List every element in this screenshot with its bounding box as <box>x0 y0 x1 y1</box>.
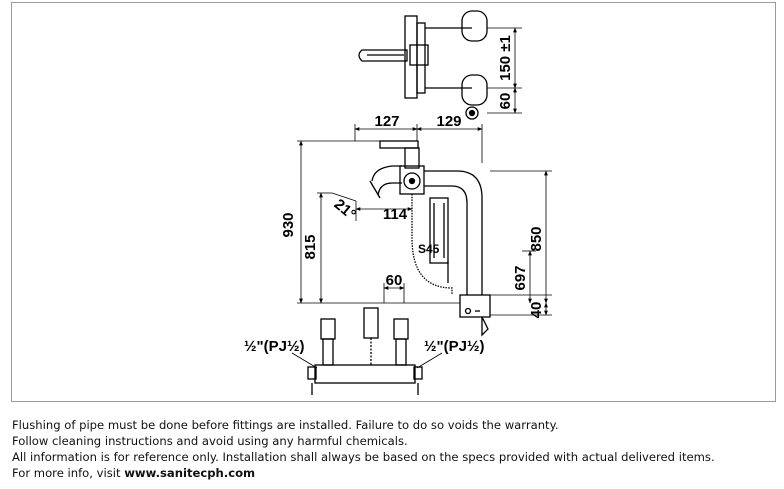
top-view <box>358 10 522 120</box>
dim-s45: S45 <box>418 242 440 256</box>
note-flushing: Flushing of pipe must be done before fit… <box>12 418 559 432</box>
dim-40: 40 <box>528 302 545 319</box>
pipe-size-left: ½"(PJ½) <box>244 338 304 355</box>
drawing-frame: 150 ±1 60 127 129 <box>11 2 776 402</box>
dim-127: 127 <box>374 113 399 130</box>
dim-60-top: 60 <box>497 93 514 110</box>
note-cleaning: Follow cleaning instructions and avoid u… <box>12 434 408 448</box>
dim-930: 930 <box>280 212 297 237</box>
note-reference: All information is for reference only. I… <box>12 450 715 464</box>
dim-21-degrees: 21° <box>331 196 359 224</box>
technical-drawing: 150 ±1 60 127 129 <box>244 10 552 395</box>
dim-150: 150 ±1 <box>497 35 514 81</box>
dim-850: 850 <box>528 226 545 251</box>
front-view <box>291 307 443 395</box>
note-more-info: For more info, visit www.sanitecph.com <box>12 465 777 481</box>
dim-114: 114 <box>383 206 408 223</box>
dim-697: 697 <box>512 265 529 290</box>
pipe-size-right: ½"(PJ½) <box>424 338 484 355</box>
dim-129: 129 <box>436 113 461 130</box>
side-view <box>331 140 491 337</box>
note-more-info-text: For more info, visit <box>12 466 125 480</box>
dim-815: 815 <box>302 234 319 259</box>
website-link[interactable]: www.sanitecph.com <box>124 466 256 480</box>
dim-60-bottom: 60 <box>386 272 403 289</box>
notes: Flushing of pipe must be done before fit… <box>12 417 777 481</box>
